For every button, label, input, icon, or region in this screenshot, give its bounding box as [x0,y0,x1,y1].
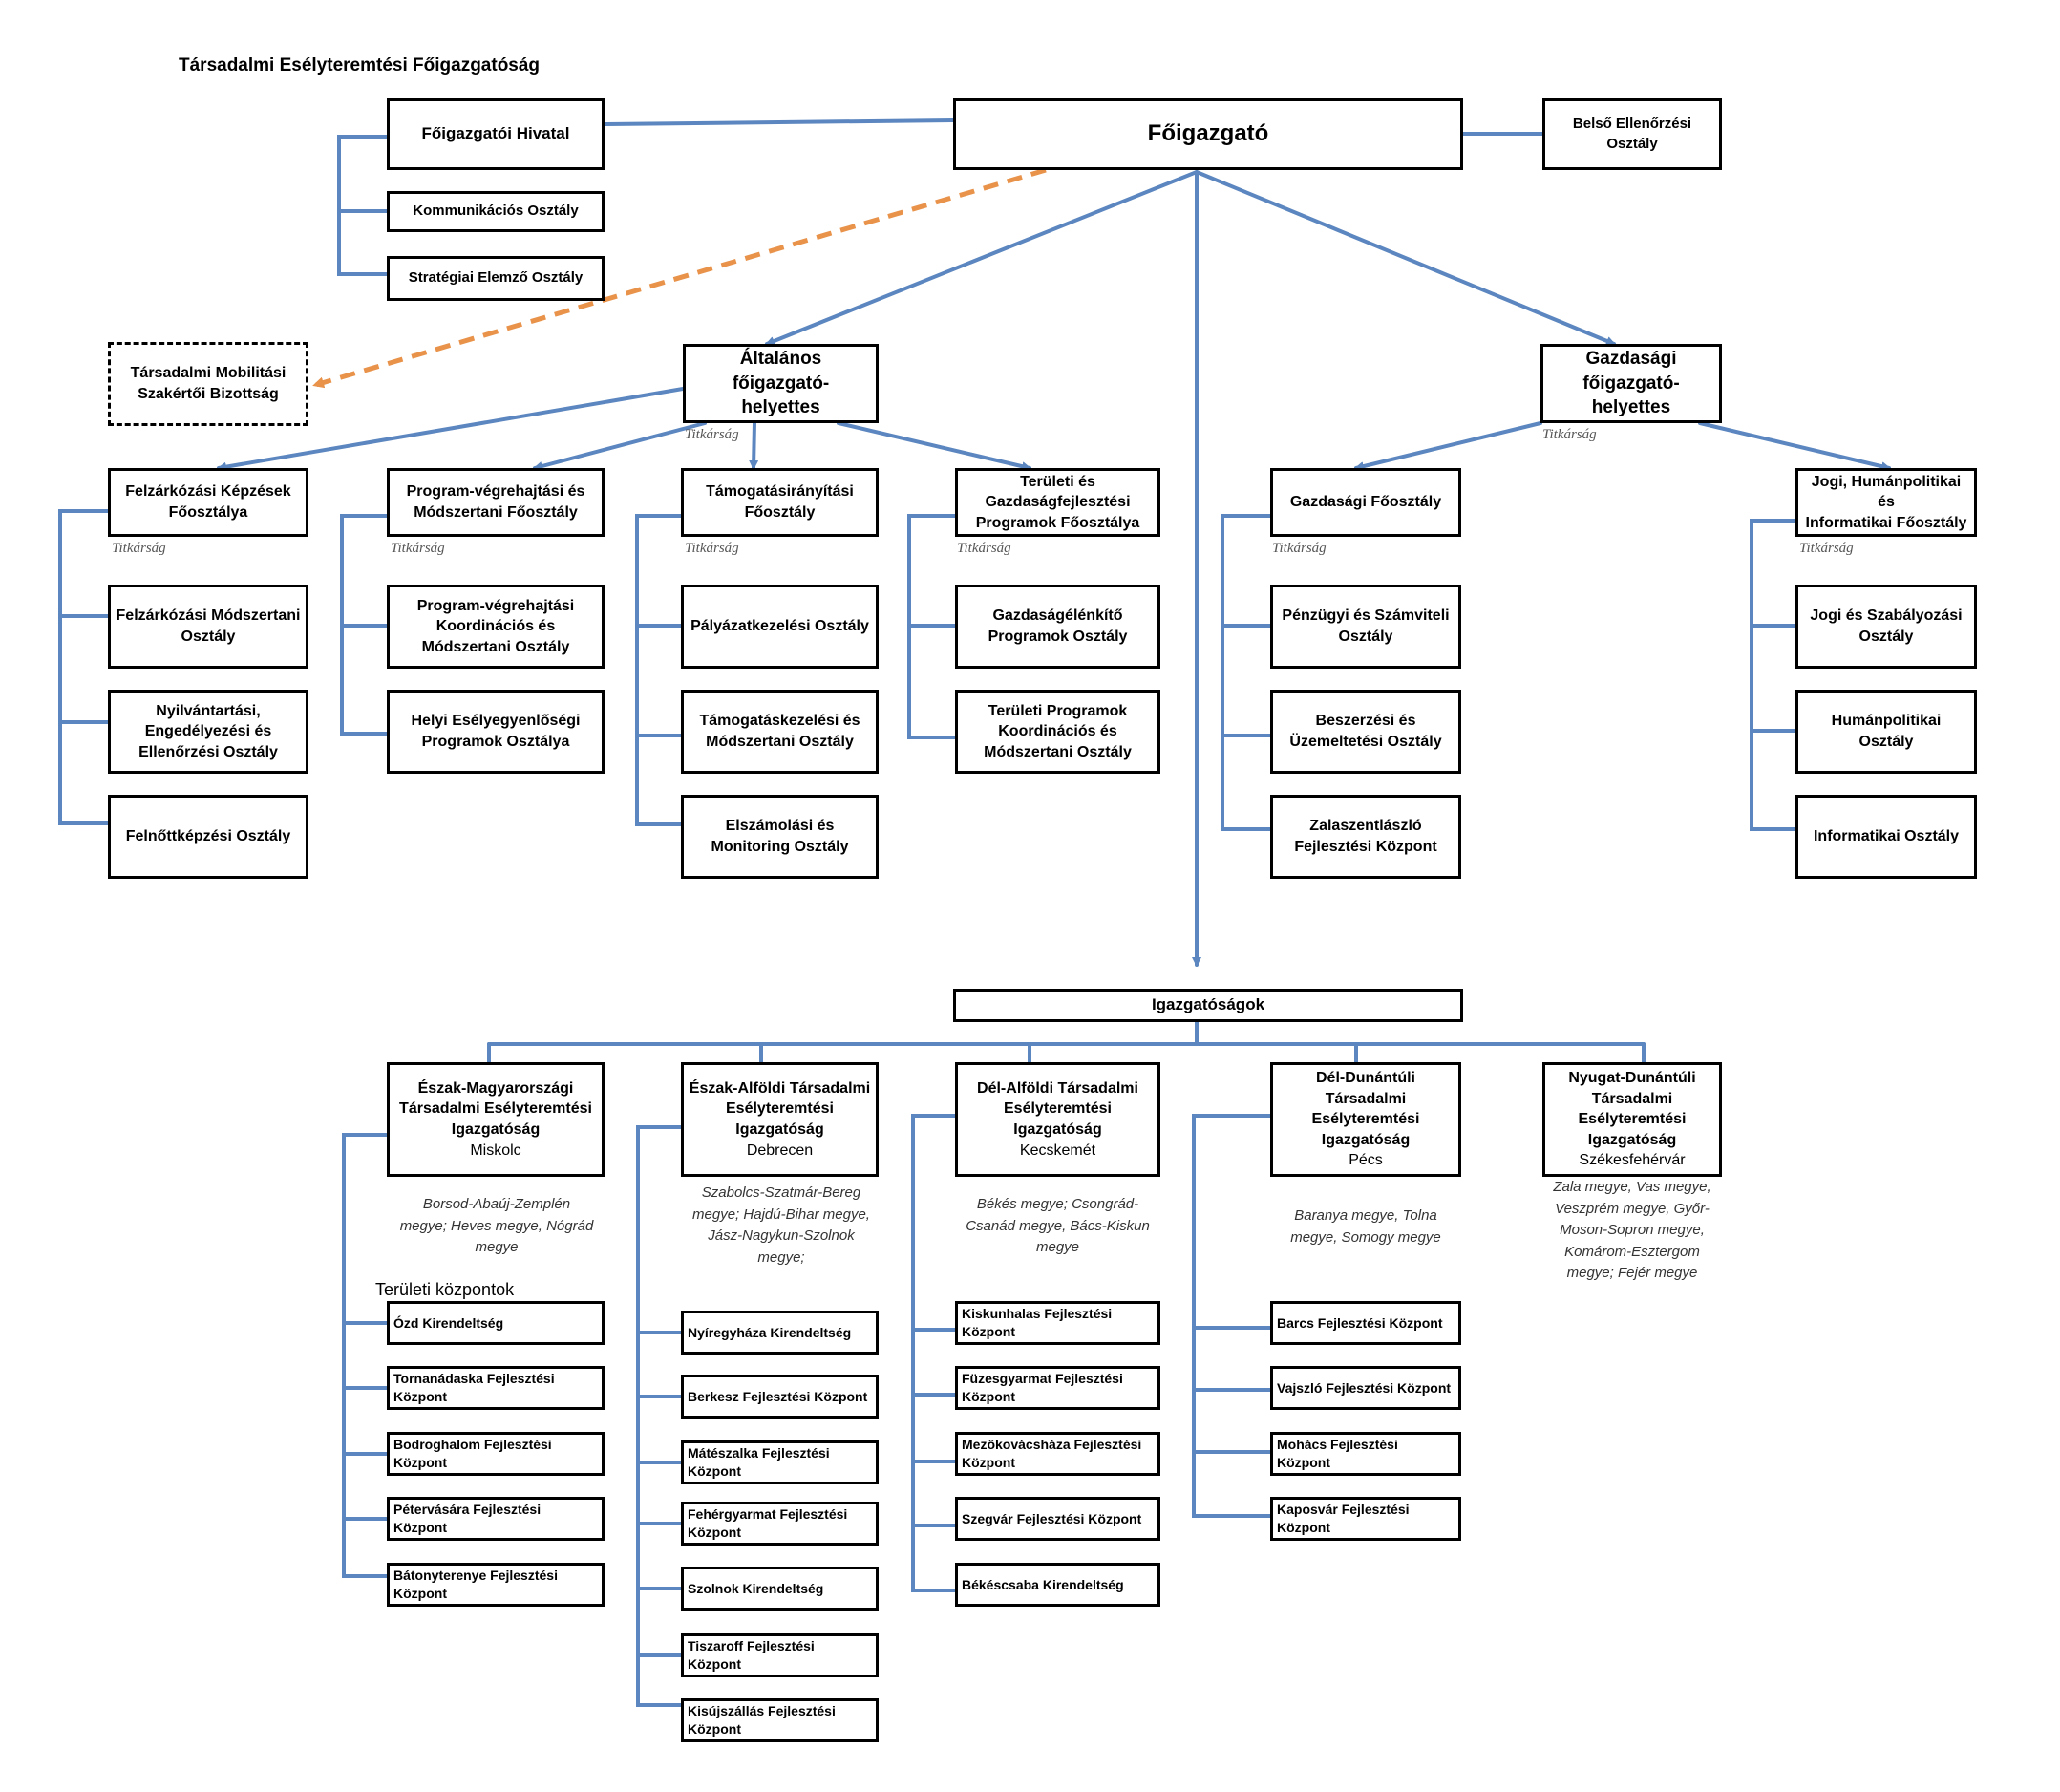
directorate-name: Nyugat-Dunántúli Társadalmi Esélyteremté… [1568,1070,1696,1148]
deputy-economic-secretariat: Titkárság [1542,427,1597,442]
center-box: Fehérgyarmat Fejlesztési Központ [681,1502,879,1546]
center-box: Mezőkovácsháza Fejlesztési Központ [955,1432,1160,1476]
directorate-counties: Baranya megye, Tolna megye, Somogy megye [1290,1207,1441,1246]
center-box: Füzesgyarmat Fejlesztési Központ [955,1366,1160,1410]
unit-box: Informatikai Osztály [1795,795,1977,879]
center-box: Mátészalka Fejlesztési Központ [681,1440,879,1484]
directorate-city: Pécs [1349,1152,1383,1169]
dept-head-box: Program-végrehajtási és Módszertani Főos… [387,468,605,537]
directorate-name: Dél-Dunántúli Társadalmi Esélyteremtési … [1311,1070,1420,1148]
secretariat-label: Titkárság [391,541,445,556]
center-box: Nyíregyháza Kirendeltség [681,1311,879,1355]
dept-head-box: Támogatásirányítási Főosztály [681,468,879,537]
unit-box: Jogi és Szabályozási Osztály [1795,585,1977,669]
unit-box: Helyi Esélyegyenlőségi Programok Osztály… [387,690,605,774]
unit-box: Támogatáskezelési és Módszertani Osztály [681,690,879,774]
mobility-committee-box: Társadalmi Mobilitási Szakértői Bizottsá… [108,342,308,426]
unit-box: Humánpolitikai Osztály [1795,690,1977,774]
office-box: Főigazgatói Hivatal [387,98,605,170]
directorate-box: Dél-Alföldi Társadalmi Esélyteremtési Ig… [955,1062,1160,1177]
communication-box: Kommunikációs Osztály [387,191,605,232]
directorate-box: Észak-Alföldi Társadalmi Esélyteremtési … [681,1062,879,1177]
dept-head-box: Gazdasági Főosztály [1270,468,1461,537]
center-box: Békéscsaba Kirendeltség [955,1563,1160,1607]
center-box: Kaposvár Fejlesztési Központ [1270,1497,1461,1541]
deputy-general-box: Általános főigazgató- helyettes [683,344,879,423]
secretariat-label: Titkárság [1799,541,1854,556]
deputy-general-secretariat: Titkárság [685,427,739,442]
secretariat-label: Titkárság [1272,541,1327,556]
directorate-city: Debrecen [746,1141,814,1159]
dept-head-box: Területi és Gazdaságfejlesztési Programo… [955,468,1160,537]
unit-box: Zalaszentlászló Fejlesztési Központ [1270,795,1461,879]
director-general-box: Főigazgató [953,98,1463,170]
directorate-counties: Békés megye; Csongrád- Csanád megye, Bác… [966,1196,1150,1255]
directorate-counties: Borsod-Abaúj-Zemplén megye; Heves megye,… [399,1196,594,1255]
center-box: Pétervására Fejlesztési Központ [387,1497,605,1541]
center-box: Tiszaroff Fejlesztési Központ [681,1633,879,1677]
strategic-box: Stratégiai Elemző Osztály [387,256,605,301]
center-box: Vajszló Fejlesztési Központ [1270,1366,1461,1410]
unit-box: Elszámolási és Monitoring Osztály [681,795,879,879]
deputy-economic-box: Gazdasági főigazgató- helyettes [1540,344,1722,423]
dept-head-box: Felzárkózási Képzések Főosztálya [108,468,308,537]
directorate-name: Dél-Alföldi Társadalmi Esélyteremtési Ig… [977,1079,1138,1138]
territorial-centers-label: Területi központok [375,1280,515,1299]
center-box: Szegvár Fejlesztési Központ [955,1497,1160,1541]
directorate-box: Észak-Magyarországi Társadalmi Esélytere… [387,1062,605,1177]
secretariat-label: Titkárság [685,541,739,556]
center-box: Berkesz Fejlesztési Központ [681,1375,879,1419]
unit-box: Pályázatkezelési Osztály [681,585,879,669]
center-box: Bodroghalom Fejlesztési Központ [387,1432,605,1476]
directorate-counties: Szabolcs-Szatmár-Bereg megye; Hajdú-Biha… [692,1184,870,1266]
unit-box: Program-végrehajtási Koordinációs és Mód… [387,585,605,669]
directorate-box: Dél-Dunántúli Társadalmi Esélyteremtési … [1270,1062,1461,1177]
dept-head-box: Jogi, Humánpolitikai és Informatikai Főo… [1795,468,1977,537]
directorate-city: Miskolc [470,1141,521,1159]
directorates-header: Igazgatóságok [953,989,1463,1022]
center-box: Bátonyterenye Fejlesztési Központ [387,1563,605,1607]
center-box: Ózd Kirendeltség [387,1301,605,1345]
directorate-name: Észak-Magyarországi Társadalmi Esélytere… [399,1079,592,1138]
unit-box: Gazdaságélénkítő Programok Osztály [955,585,1160,669]
center-box: Kiskunhalas Fejlesztési Központ [955,1301,1160,1345]
directorate-box: Nyugat-Dunántúli Társadalmi Esélyteremté… [1542,1062,1722,1177]
secretariat-label: Titkárság [112,541,166,556]
page-title: Társadalmi Esélyteremtési Főigazgatóság [179,55,541,75]
directorate-city: Kecskemét [1019,1141,1096,1159]
center-box: Kisújszállás Fejlesztési Központ [681,1698,879,1742]
internal-audit-box: Belső Ellenőrzési Osztály [1542,98,1722,170]
unit-box: Felnőttképzési Osztály [108,795,308,879]
unit-box: Területi Programok Koordinációs és Módsz… [955,690,1160,774]
unit-box: Beszerzési és Üzemeltetési Osztály [1270,690,1461,774]
secretariat-label: Titkárság [957,541,1011,556]
unit-box: Nyilvántartási, Engedélyezési és Ellenőr… [108,690,308,774]
center-box: Szolnok Kirendeltség [681,1567,879,1611]
unit-box: Felzárkózási Módszertani Osztály [108,585,308,669]
center-box: Tornanádaska Fejlesztési Központ [387,1366,605,1410]
directorate-name: Észak-Alföldi Társadalmi Esélyteremtési … [689,1079,871,1138]
directorate-city: Székesfehérvár [1579,1152,1686,1169]
unit-box: Pénzügyi és Számviteli Osztály [1270,585,1461,669]
center-box: Barcs Fejlesztési Központ [1270,1301,1461,1345]
center-box: Mohács Fejlesztési Központ [1270,1432,1461,1476]
directorate-counties: Zala megye, Vas megye, Veszprém megye, G… [1553,1179,1711,1281]
